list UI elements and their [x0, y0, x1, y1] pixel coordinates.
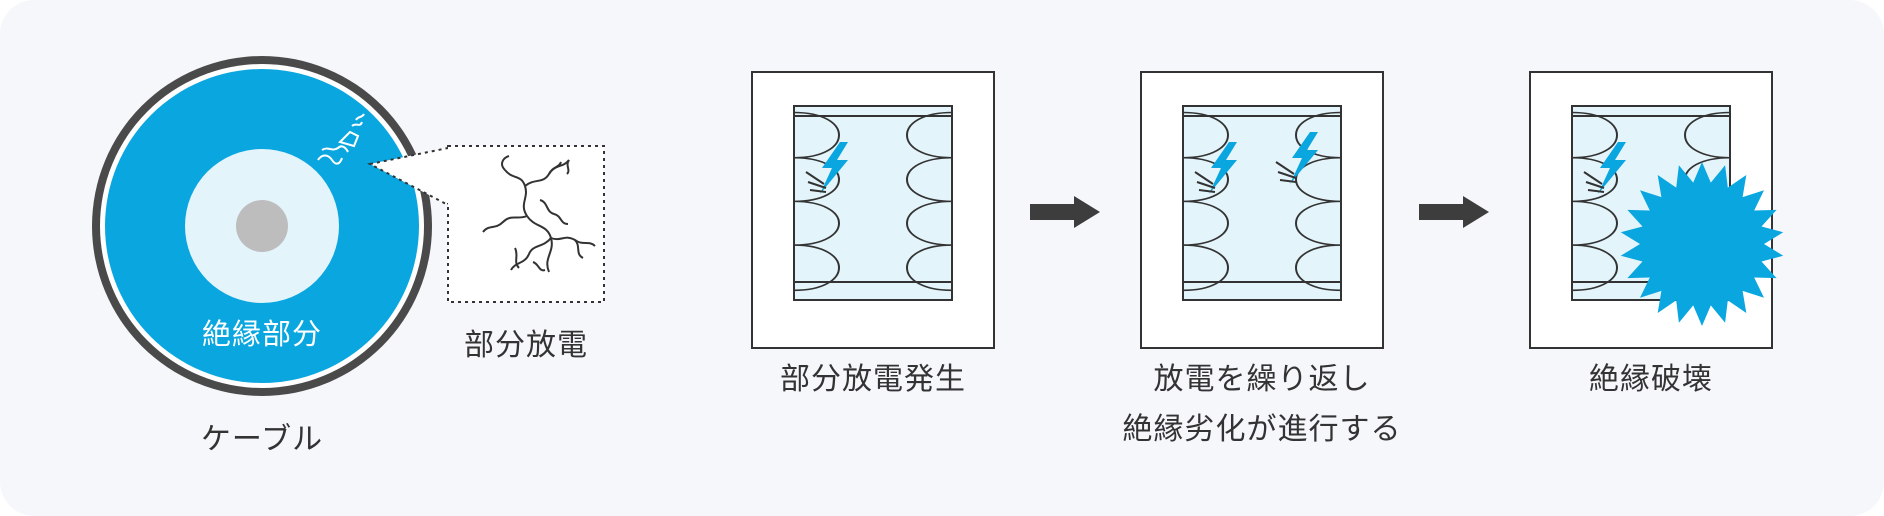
- cable-cross-section: [92, 56, 432, 396]
- callout-box: [446, 145, 605, 303]
- stage-1-label: 部分放電発生: [780, 362, 966, 397]
- cable-label: ケーブル: [200, 422, 324, 457]
- stage-3-label: 絶縁破壊: [1589, 362, 1713, 397]
- callout-pointer: [367, 146, 449, 207]
- stage-3-diagram: [1529, 71, 1784, 349]
- insulation-label: 絶縁部分: [201, 317, 322, 351]
- partial-discharge-mark: [317, 113, 365, 165]
- electrical-tree-icon: [482, 155, 596, 273]
- stage-2-diagram: [1140, 71, 1384, 349]
- callout-label: 部分放電: [464, 328, 588, 363]
- stage-2-label-line2: 絶縁劣化が進行する: [1122, 412, 1402, 447]
- stage-1-diagram: [751, 71, 995, 349]
- right-arrow-icon: [1030, 196, 1100, 228]
- burst-icon: [1620, 162, 1784, 326]
- stage-2-label-line1: 放電を繰り返し: [1153, 362, 1371, 397]
- cable-core: [236, 200, 288, 252]
- right-arrow-icon: [1419, 196, 1489, 228]
